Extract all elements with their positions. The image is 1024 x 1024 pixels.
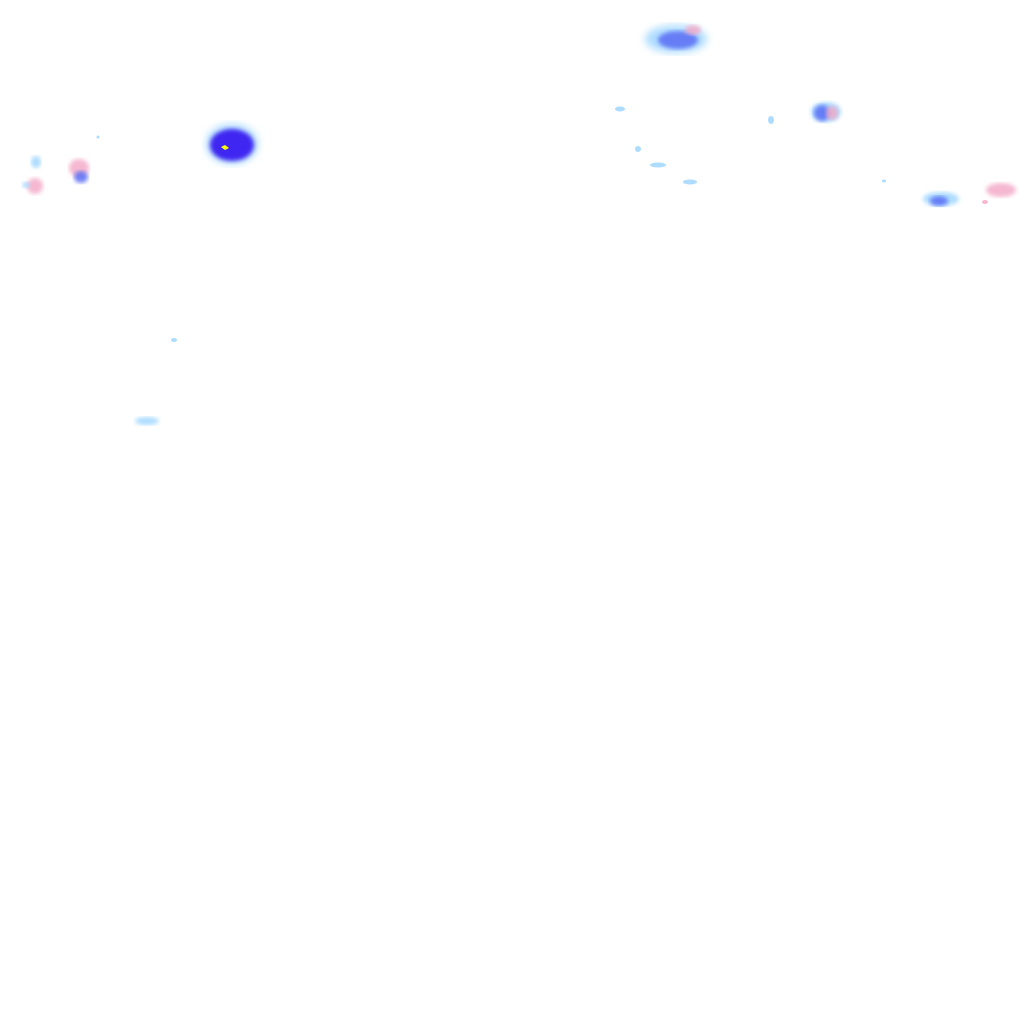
precip-cell	[982, 183, 1016, 204]
precip-cell	[22, 156, 43, 194]
precip-cell	[923, 192, 959, 206]
precip-cell	[811, 102, 841, 122]
precip-cell	[206, 124, 258, 164]
precip-cell	[69, 159, 89, 183]
precip-cell	[96, 135, 177, 425]
precip-cell	[645, 25, 707, 53]
precip-specks	[615, 106, 886, 185]
